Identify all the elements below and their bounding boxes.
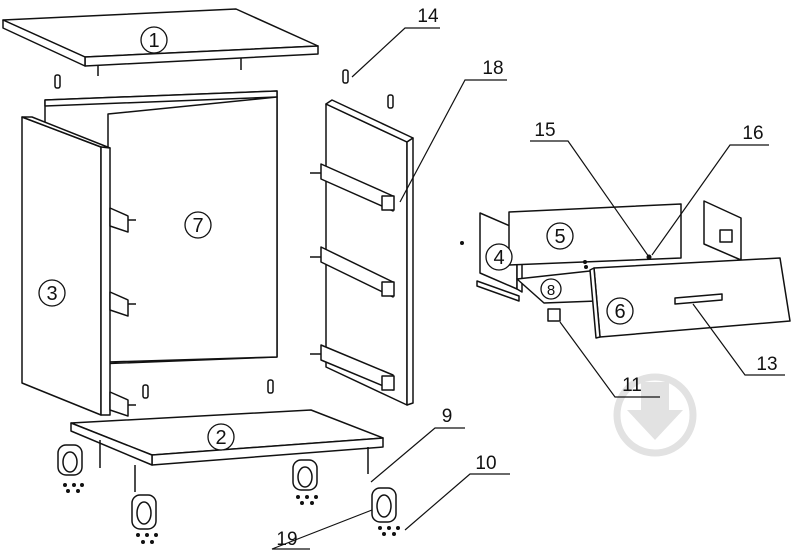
part-marker-3 — [38, 279, 66, 307]
caster-wheel — [57, 444, 397, 530]
part-numbers: 1 7 3 2 4 5 6 8 — [46, 30, 625, 449]
callout-19: 19 — [276, 529, 297, 550]
drawer-runner — [310, 163, 395, 391]
callout-14: 14 — [417, 6, 439, 27]
drawer-runner-small — [476, 280, 520, 302]
callout-leaders — [271, 27, 785, 550]
part-marker-4 — [485, 243, 513, 271]
hinge-bracket — [109, 207, 136, 417]
left-side-panel — [21, 116, 136, 417]
part-marker-7 — [184, 211, 212, 239]
part-label-4: 4 — [493, 247, 504, 269]
part-label-2: 2 — [215, 427, 226, 449]
callout-13: 13 — [756, 354, 777, 375]
part-label-5: 5 — [554, 226, 565, 248]
part-label-1: 1 — [148, 30, 159, 52]
part-marker-6 — [606, 297, 634, 325]
callout-9: 9 — [442, 406, 453, 427]
part-label-8: 8 — [547, 282, 555, 299]
part-label-6: 6 — [614, 301, 625, 323]
part-label-3: 3 — [46, 283, 57, 305]
drawer-front-panel — [589, 257, 791, 339]
drawer-back-panel — [508, 203, 682, 266]
corner-connector — [547, 308, 561, 322]
bottom-panel — [70, 409, 384, 492]
callout-15: 15 — [534, 120, 555, 141]
callout-16: 16 — [742, 123, 763, 144]
callout-numbers: 14 18 15 16 13 11 9 10 19 — [276, 6, 777, 550]
part-marker-1 — [140, 26, 168, 54]
screw-group — [63, 241, 652, 544]
drawer-side-right — [703, 200, 742, 261]
part-markers — [38, 26, 634, 451]
part-marker-2 — [207, 423, 235, 451]
part-marker-8 — [540, 278, 562, 300]
callout-10: 10 — [475, 453, 496, 474]
callout-18: 18 — [482, 58, 503, 79]
callout-11: 11 — [622, 375, 642, 396]
right-side-panel — [310, 99, 414, 406]
part-marker-5 — [546, 222, 574, 250]
part-label-7: 7 — [192, 215, 203, 237]
